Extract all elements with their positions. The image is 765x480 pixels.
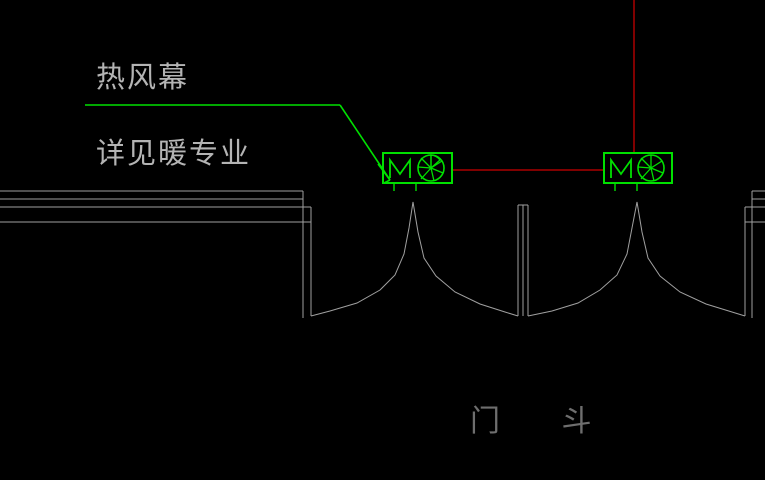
motor-letter-m-left <box>389 157 411 178</box>
hvac-duct-runs <box>452 0 635 171</box>
fan-blades-left <box>417 154 444 182</box>
air-curtain-symbol-right[interactable] <box>603 152 673 191</box>
curtain-profile-left <box>310 201 519 317</box>
annotation-text-hot-air-curtain: 热风幕 <box>96 60 190 94</box>
right-wall-assembly <box>744 190 765 318</box>
annotation-text-see-hvac-discipline: 详见暖专业 <box>96 136 252 170</box>
left-wall-assembly <box>0 190 312 318</box>
curtain-profile-right <box>527 201 746 317</box>
room-name-label: 门 斗 <box>470 404 618 439</box>
equipment-box-left <box>382 152 453 184</box>
leader-diagonal-segment <box>339 104 391 181</box>
equipment-box-right <box>603 152 673 184</box>
center-mullion <box>517 204 529 316</box>
air-curtain-symbol-left[interactable] <box>382 152 453 191</box>
fan-blades-right <box>637 155 664 182</box>
leader-arrowhead-barb-upper <box>377 163 391 181</box>
motor-letter-m-right <box>610 157 632 178</box>
